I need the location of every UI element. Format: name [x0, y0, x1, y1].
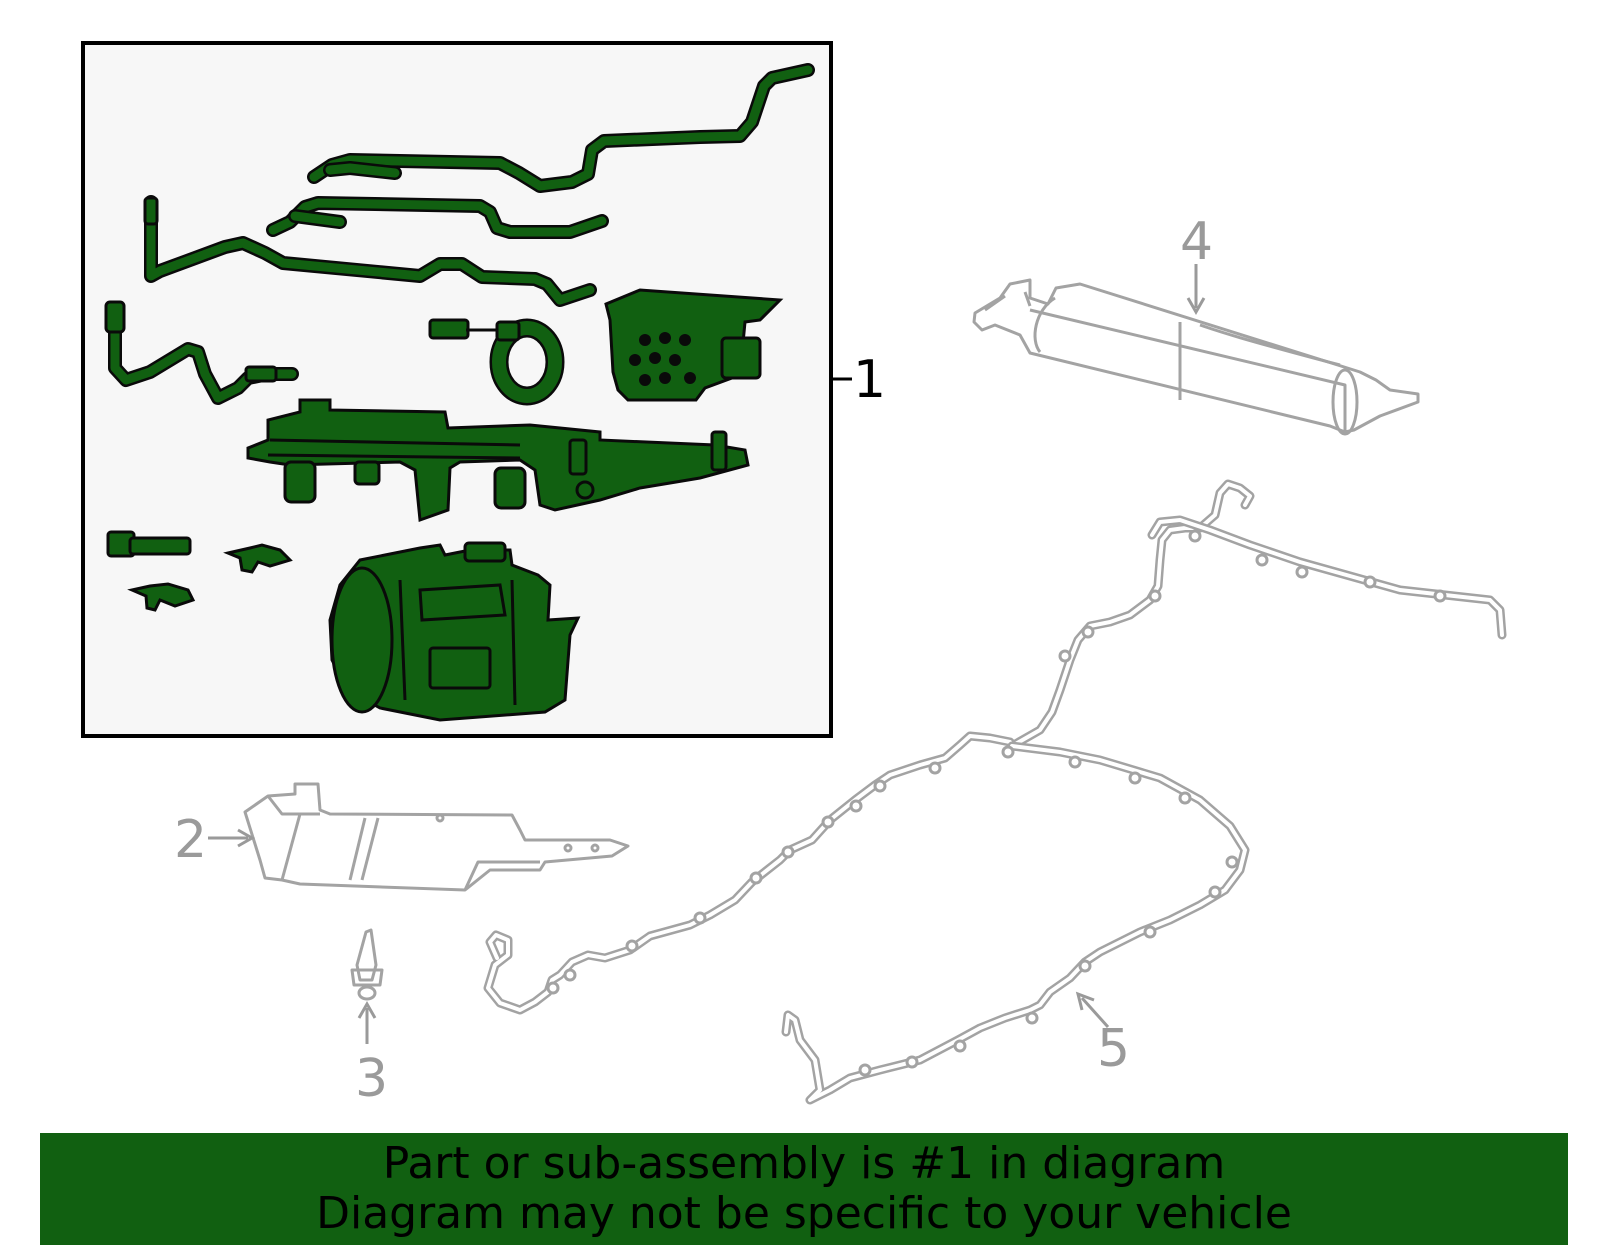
harness-clips — [546, 529, 1447, 1077]
valve-block — [604, 288, 784, 402]
banner-line-2: Diagram may not be specific to your vehi… — [316, 1188, 1292, 1239]
hose-third — [146, 197, 595, 305]
callout-1-number: 1 — [853, 350, 886, 410]
air-line-tubes — [108, 63, 815, 405]
air-reservoir-tank[interactable] — [972, 278, 1420, 436]
hose-fitting-top — [143, 196, 159, 226]
air-line-harness[interactable] — [483, 479, 1507, 1105]
compressor-bracket — [246, 398, 750, 523]
banner-line-1: Part or sub-assembly is #1 in diagram — [382, 1138, 1226, 1189]
air-compressor — [328, 541, 581, 722]
callout-2-number: 2 — [174, 810, 207, 870]
heat-shield[interactable] — [243, 782, 630, 892]
callout-2-arrowhead — [237, 828, 256, 848]
callout-4-arrowhead — [1186, 297, 1206, 316]
air-suspension-assembly[interactable] — [104, 63, 815, 722]
pressure-sensor — [428, 318, 565, 406]
banner-background — [40, 1133, 1568, 1245]
hose-second-branch — [290, 211, 345, 227]
callout-5-arrowhead — [1075, 991, 1095, 1011]
callout-3-arrowhead — [357, 1000, 377, 1019]
callout-5-number: 5 — [1097, 1019, 1130, 1079]
hose-fitting-right — [244, 365, 278, 383]
info-banner: Part or sub-assembly is #1 in diagram Di… — [40, 1133, 1568, 1245]
callout-4-number: 4 — [1180, 212, 1213, 272]
hose-top-branch — [325, 163, 400, 178]
callout-3-number: 3 — [355, 1049, 388, 1109]
hose-top — [309, 65, 813, 191]
hose-clips — [106, 530, 293, 612]
hose-fitting-left — [104, 300, 126, 334]
callout-5-arrow — [1080, 996, 1110, 1029]
push-pin-fastener[interactable] — [350, 928, 384, 1001]
